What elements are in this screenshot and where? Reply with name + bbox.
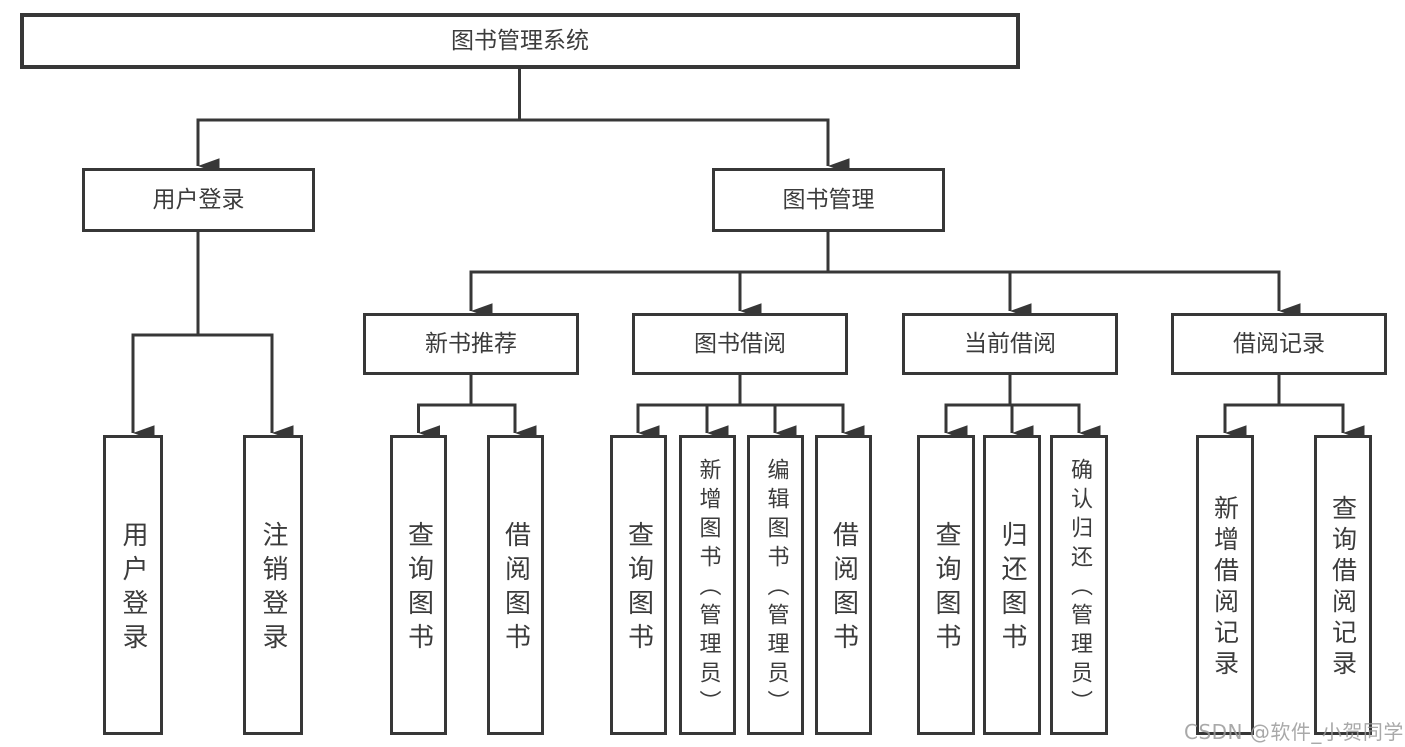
leaf-cb-confirm-return-admin: 确认归还（管理员） — [1050, 435, 1108, 735]
leaf-cb-query-books: 查询图书 — [917, 435, 975, 735]
node-label: 用户登录 — [118, 521, 148, 657]
leaf-nb-borrow-books: 借阅图书 — [487, 435, 544, 735]
leaf-br-query-record: 查询借阅记录 — [1314, 435, 1372, 735]
connector-root-trunk — [196, 69, 830, 122]
node-label: 新增图书（管理员） — [695, 458, 721, 719]
node-label: 借阅图书 — [500, 521, 531, 657]
connector-userlogin-trunk — [131, 232, 274, 337]
node-label: 图书管理 — [782, 186, 875, 213]
leaf-nb-query-books: 查询图书 — [390, 435, 447, 735]
node-label: 注销登录 — [258, 521, 288, 657]
node-label: 编辑图书（管理员） — [763, 458, 789, 719]
node-book-borrowing: 图书借阅 — [632, 313, 848, 375]
leaf-user-login: 用户登录 — [103, 435, 163, 735]
connector-bookmgmt-trunk — [469, 232, 1281, 274]
leaf-bb-borrow-books: 借阅图书 — [815, 435, 872, 735]
leaf-bb-query-books: 查询图书 — [610, 435, 667, 735]
node-label: 查询图书 — [623, 521, 654, 657]
node-label: 用户登录 — [152, 186, 245, 213]
node-label: 新增借阅记录 — [1210, 495, 1240, 681]
node-user-login: 用户登录 — [82, 168, 315, 232]
node-book-management: 图书管理 — [712, 168, 945, 232]
node-new-book-recommendation: 新书推荐 — [363, 313, 579, 375]
connector-currentborrow-trunk — [944, 375, 1081, 407]
node-label: 图书借阅 — [694, 330, 786, 357]
leaf-cb-return-books: 归还图书 — [983, 435, 1041, 735]
node-label: 归还图书 — [997, 521, 1027, 657]
node-label: 借阅图书 — [828, 521, 859, 657]
csdn-watermark: CSDN @软件_小贺同学 — [1184, 720, 1404, 744]
node-label: 图书管理系统 — [451, 27, 589, 54]
connector-borrowrecords-trunk — [1223, 375, 1345, 407]
node-label: 新书推荐 — [425, 330, 517, 357]
leaf-logout: 注销登录 — [243, 435, 303, 735]
node-label: 查询借阅记录 — [1328, 495, 1358, 681]
node-label: 确认归还（管理员） — [1067, 458, 1092, 719]
leaf-bb-add-books-admin: 新增图书（管理员） — [679, 435, 736, 735]
node-borrowing-records: 借阅记录 — [1171, 313, 1387, 375]
connector-bookborrow-trunk — [636, 375, 845, 407]
node-library-management-system: 图书管理系统 — [20, 13, 1020, 69]
node-label: 查询图书 — [403, 521, 434, 657]
leaf-bb-edit-books-admin: 编辑图书（管理员） — [747, 435, 804, 735]
connector-newbookrec-trunk — [417, 375, 517, 407]
node-label: 借阅记录 — [1233, 330, 1325, 357]
node-label: 当前借阅 — [964, 330, 1056, 357]
node-current-borrowing: 当前借阅 — [902, 313, 1118, 375]
node-label: 查询图书 — [931, 521, 961, 657]
leaf-br-add-record: 新增借阅记录 — [1196, 435, 1254, 735]
